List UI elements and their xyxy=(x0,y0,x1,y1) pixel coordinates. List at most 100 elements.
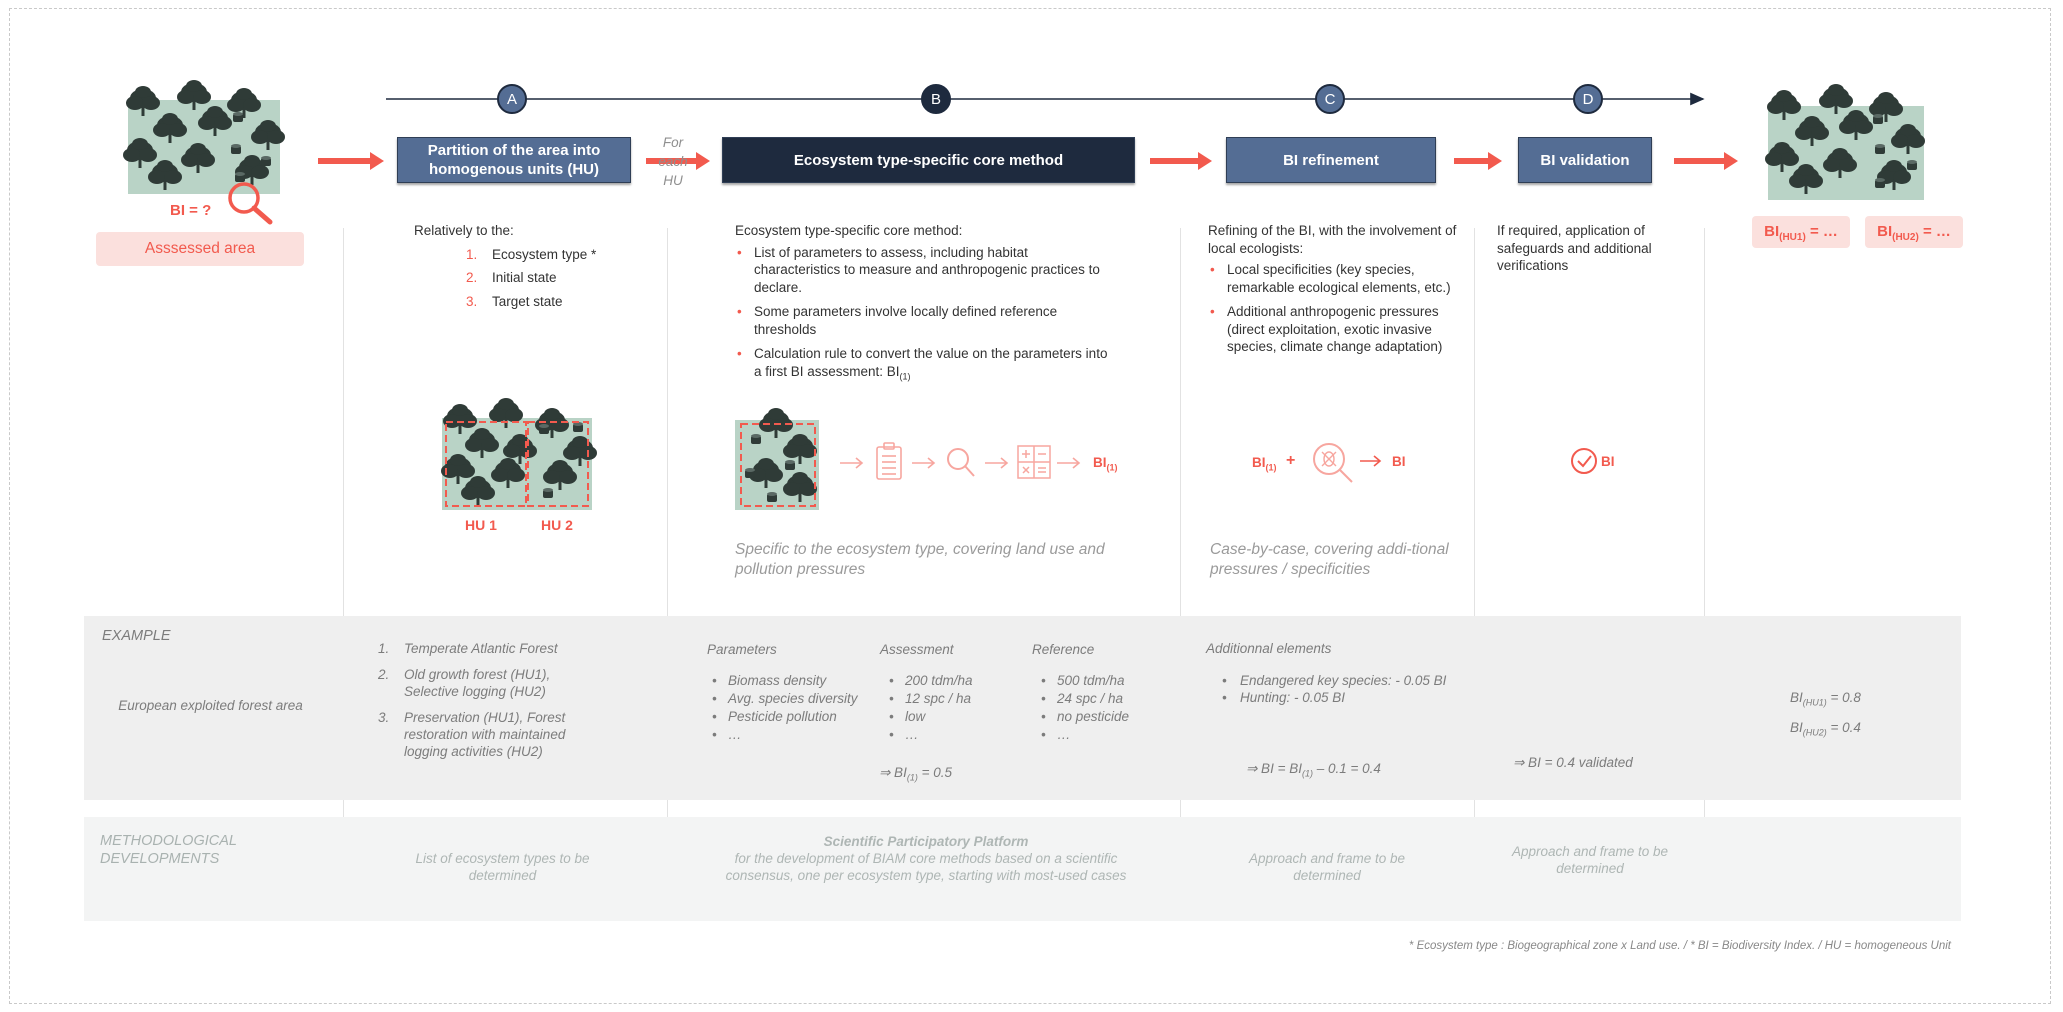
step-a-partition: Partition of the area into homogenous un… xyxy=(397,137,631,183)
check-circle-icon xyxy=(1571,448,1597,474)
for-each-line-3: HU xyxy=(663,173,683,188)
legend-footnote: * Ecosystem type : Biogeographical zone … xyxy=(1408,940,1951,952)
example-param: • … xyxy=(712,727,742,742)
col-d-description: If required, application of safeguards a… xyxy=(1497,223,1652,273)
col-a-intro: Relatively to the: xyxy=(414,223,514,238)
diagram-frame xyxy=(9,8,2051,1004)
col-b-caption: Specific to the ecosystem type, covering… xyxy=(735,541,1105,578)
methods-c: Approach and frame to be determined xyxy=(1248,851,1406,883)
flow-small-arrows xyxy=(840,457,1081,469)
methods-label: METHODOLOGICAL DEVELOPMENTS xyxy=(100,833,237,867)
methods-band xyxy=(84,817,1961,921)
formula-result: BI xyxy=(1392,454,1406,469)
col-b-bullet: Calculation rule to convert the value on… xyxy=(735,345,1115,386)
step-marker-d: D xyxy=(1573,84,1603,114)
for-each-line-1: For xyxy=(662,135,684,150)
step-b-core-method: Ecosystem type-specific core method xyxy=(722,137,1135,183)
example-parameters-list: • Biomass density • Avg. species diversi… xyxy=(712,672,858,744)
step-c-title: BI refinement xyxy=(1283,151,1379,169)
magnifier-icon xyxy=(228,182,273,225)
step-a-title: Partition of the area into homogenous un… xyxy=(427,142,601,178)
example-param: • Biomass density xyxy=(712,673,827,688)
bi-hu2-sub: (HU2) xyxy=(1892,232,1919,243)
step-marker-b: B xyxy=(921,84,951,114)
column-divider xyxy=(1704,228,1705,900)
example-a-item: 2.Old growth forest (HU1), Selective log… xyxy=(378,667,551,699)
col-c-bullet: Additional anthropogenic pressures (dire… xyxy=(1208,303,1458,356)
formula-bi1: BI(1) xyxy=(1252,455,1277,473)
example-assess: • low xyxy=(889,709,926,724)
flow-arrows xyxy=(318,152,1738,170)
column-divider xyxy=(343,228,344,900)
col-a-item: 2.Initial state xyxy=(466,270,557,285)
methods-b: Scientific Participatory Platform for th… xyxy=(700,833,1152,884)
validated-bi-label: BI xyxy=(1601,454,1615,469)
example-ref: • 500 tdm/ha xyxy=(1041,673,1125,688)
for-each-line-2: each xyxy=(658,154,688,169)
example-param: • Avg. species diversity xyxy=(712,691,858,706)
hu1-label: HU 1 xyxy=(465,517,497,533)
step-marker-c: C xyxy=(1315,84,1345,114)
example-a-list: 1.Temperate Atlantic Forest 2.Old growth… xyxy=(378,640,608,760)
species-magnifier-icon xyxy=(1313,443,1353,483)
example-area: European exploited forest area xyxy=(118,698,303,713)
methods-b-title: Scientific Participatory Platform xyxy=(823,834,1029,849)
example-ref: • 24 spc / ha xyxy=(1041,691,1124,706)
example-param: • Pesticide pollution xyxy=(712,709,837,724)
hu2-label: HU 2 xyxy=(541,517,573,533)
start-bi-label: BI = ? xyxy=(170,202,212,219)
result-forest-illustration xyxy=(1765,84,1925,200)
col-b-description: Ecosystem type-specific core method: Lis… xyxy=(735,222,1115,393)
methods-a: List of ecosystem types to be determined xyxy=(415,851,590,883)
column-divider xyxy=(1474,228,1475,900)
formula-plus: + xyxy=(1286,452,1296,469)
col-b-intro: Ecosystem type-specific core method: xyxy=(735,223,963,238)
col-b-bullet: List of parameters to assess, including … xyxy=(735,244,1115,297)
flow-bi-result: BI(1) xyxy=(1093,455,1118,473)
example-c-item: •Hunting: - 0.05 BI xyxy=(1222,690,1346,705)
example-label: EXAMPLE xyxy=(102,628,171,644)
hu-partition-illustration xyxy=(441,398,597,510)
col-c-description: Refining of the BI, with the involvement… xyxy=(1208,222,1458,363)
example-parameters-header: Parameters xyxy=(707,642,777,657)
example-reference-list: • 500 tdm/ha • 24 spc / ha • no pesticid… xyxy=(1041,672,1129,744)
example-a-item: 1.Temperate Atlantic Forest xyxy=(378,641,558,656)
col-c-bullet: Local specificities (key species, remark… xyxy=(1208,261,1458,296)
core-method-illustration xyxy=(735,408,819,510)
example-assess: • … xyxy=(889,727,919,742)
example-c-result: ⇒ BI = BI(1) – 0.1 = 0.4 xyxy=(1246,761,1381,779)
step-b-title: Ecosystem type-specific core method xyxy=(793,151,1064,169)
assessed-area-badge: Asssessed area xyxy=(96,232,304,266)
col-a-item: 3.Target state xyxy=(466,293,563,309)
column-divider xyxy=(667,228,668,900)
assessed-forest-illustration xyxy=(123,80,285,194)
for-each-hu-label: For each HU xyxy=(650,133,696,190)
step-c-refinement: BI refinement xyxy=(1226,137,1436,183)
methods-d: Approach and frame to be determined xyxy=(1511,844,1669,876)
step-marker-a: A xyxy=(497,84,527,114)
example-bi-hu1: BI(HU1) = 0.8 xyxy=(1790,690,1861,708)
bi-hu1-sub: (HU1) xyxy=(1779,232,1806,243)
example-c-header: Additionnal elements xyxy=(1206,641,1332,656)
example-d-result: ⇒ BI = 0.4 validated xyxy=(1513,755,1633,770)
col-a-item: 1.Ecosystem type * xyxy=(466,246,597,262)
bi-hu1-badge: BI(HU1) = … xyxy=(1752,216,1850,248)
example-assess: • 200 tdm/ha xyxy=(889,673,973,688)
example-a-item: 3.Preservation (HU1), Forest restoration… xyxy=(378,710,566,759)
example-reference-header: Reference xyxy=(1032,642,1095,657)
step-d-title: BI validation xyxy=(1540,151,1630,169)
example-assessment-list: • 200 tdm/ha • 12 spc / ha • low • … xyxy=(889,672,973,744)
example-ref: • no pesticide xyxy=(1041,709,1130,724)
bi-hu1-label: BI xyxy=(1764,223,1780,240)
col-c-intro: Refining of the BI, with the involvement… xyxy=(1208,223,1457,256)
bi-hu2-badge: BI(HU2) = … xyxy=(1865,216,1963,248)
example-bi-hu2: BI(HU2) = 0.4 xyxy=(1790,720,1861,738)
search-icon xyxy=(947,448,975,477)
example-ref: • … xyxy=(1041,727,1071,742)
col-c-caption: Case-by-case, covering addi-tional press… xyxy=(1210,541,1449,578)
example-b-result: ⇒ BI(1) = 0.5 xyxy=(879,765,952,783)
bi-hu1-tail: = … xyxy=(1805,223,1838,240)
col-a-description: Relatively to the: 1.Ecosystem type * 2.… xyxy=(414,222,654,310)
calculator-icon xyxy=(1017,445,1051,479)
